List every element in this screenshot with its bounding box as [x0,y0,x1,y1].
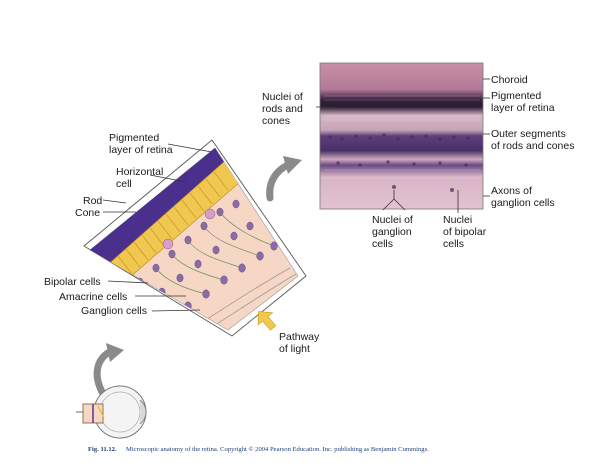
eye-thumbnail [76,343,147,439]
lens-icon [139,399,147,425]
label-pigmented-layer-right: Pigmented layer of retina [491,90,555,114]
tissue-body [89,147,299,331]
leader-pigmented-left [167,143,213,153]
zoom-arrow-upper [266,156,302,202]
leader-rod [102,199,127,204]
micrograph-leaders [316,78,490,213]
label-amacrine-cells: Amacrine cells [59,291,127,303]
label-nuclei-ganglion-cells: Nuclei of ganglion cells [372,214,416,250]
pigmented-layer-band [90,148,226,268]
light-pathway-arrow [257,311,277,331]
leader-bipolar [107,280,149,284]
leader-horizontal-cell [149,174,187,183]
leader-ganglion [151,309,201,312]
label-pigmented-layer-left: Pigmented layer of retina [109,132,173,156]
horizontal-cell [162,208,216,250]
label-outer-segments: Outer segments of rods and cones [491,128,574,152]
label-ganglion-cells: Ganglion cells [81,305,147,317]
caption-label: Fig. 11.12. [88,446,117,453]
label-choroid: Choroid [491,74,528,86]
label-horizontal-cell: Horizontal cell [116,166,166,190]
caption-text: Microscopic anatomy of the retina. Copyr… [126,446,429,453]
micrograph-texture [324,95,480,179]
figure-caption: Fig. 11.12. Microscopic anatomy of the r… [88,446,429,453]
label-axons-ganglion: Axons of ganglion cells [491,185,555,209]
label-nuclei-bipolar-cells: Nuclei of bipolar cells [443,214,489,250]
diagram-frame [83,139,307,337]
retina-micrograph [319,62,484,210]
label-bipolar-cells: Bipolar cells [44,276,101,288]
micrograph-nuclei-dots [328,133,470,192]
label-nuclei-rods-cones: Nuclei of rods and cones [262,91,306,127]
label-pathway-of-light: Pathway of light [279,331,322,355]
label-cone: Cone [75,207,100,219]
label-rod: Rod [83,195,102,207]
